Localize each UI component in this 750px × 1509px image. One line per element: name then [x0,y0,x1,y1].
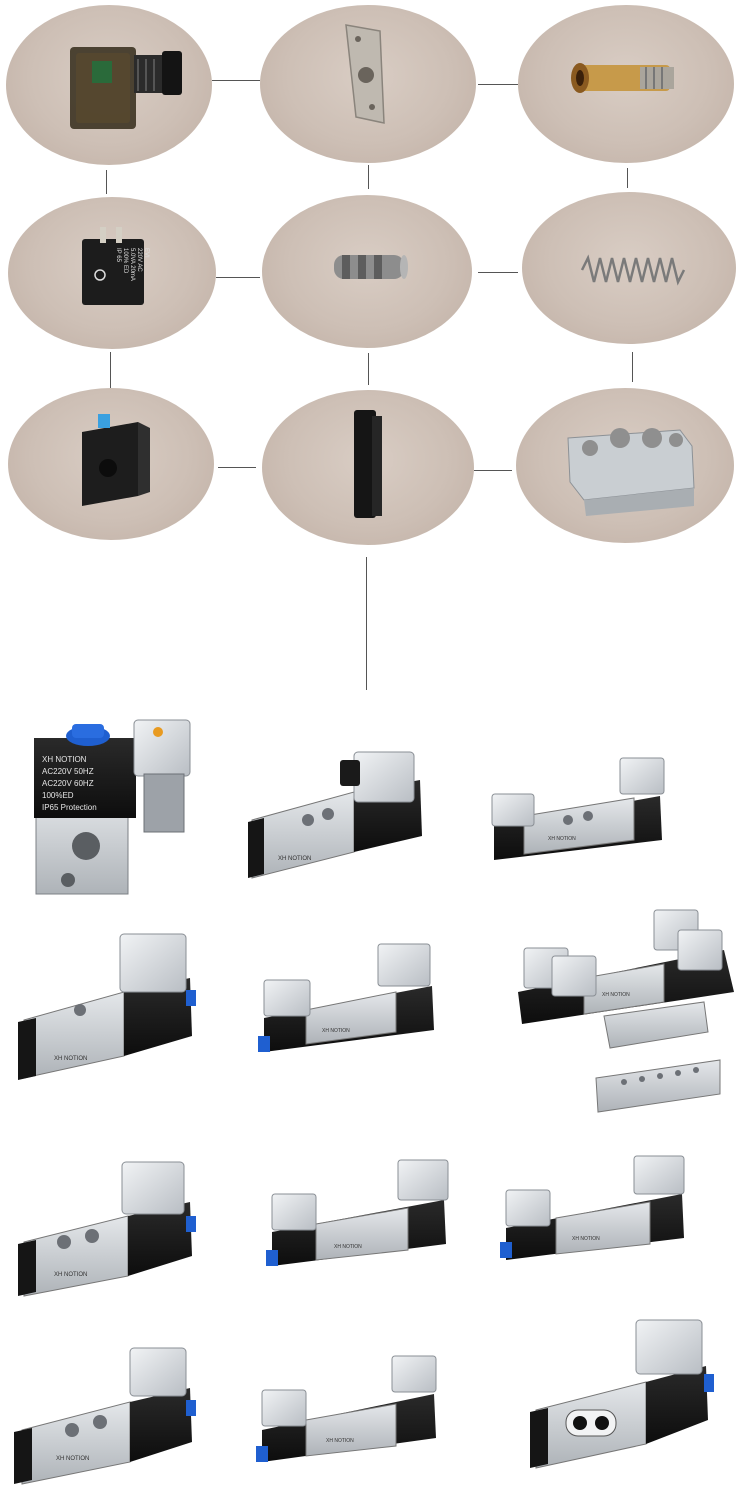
solenoid-valve-icon: XH NOTION [256,1355,437,1462]
spring-icon [580,254,686,286]
bracket-disc [260,5,476,163]
solenoid-valve-icon: XH NOTION [18,1161,196,1297]
coil-disc: EVI 220V AC 5.0VA 20mA 100% ED IP 65 [8,197,216,349]
coil-spec-text: 100% ED [122,248,128,274]
valve-brand-text: XH NOTION [54,1056,87,1062]
connector-line [368,165,369,189]
coil-label-text: IP65 Protection [42,803,97,812]
connector-line [627,168,628,188]
coil-label-text: 100%ED [42,791,74,800]
solenoid-valve-icon [530,1319,714,1469]
valve-body-disc [8,388,214,540]
connector-plug-icon [70,47,182,129]
solenoid-valve-icon: XH NOTION [248,751,422,879]
solenoid-valve-icon: XH NOTION [266,1159,449,1266]
valve-double-coil-product: XH NOTION [256,940,440,1060]
connector-line [474,470,512,471]
end-cap-disc [262,390,474,545]
connector-line [216,277,260,278]
valve-single-coil-product: XH NOTION [244,740,436,880]
connector-line [106,170,107,194]
valve-double-coil-product: XH NOTION [500,1154,694,1266]
manifold-assembly-product: XH NOTION [514,906,740,1128]
valve-2way-product: XH NOTION AC220V 50HZ AC220V 60HZ 100%ED… [26,714,216,900]
valve-brand-text: XH NOTION [278,856,311,862]
valve-brand-text: XH NOTION [322,1028,350,1034]
coil-spec-text: 220V AC [136,248,142,272]
valve-manifold-icon: XH NOTION [518,909,734,1113]
spring-disc [522,192,736,344]
connector-line [478,84,518,85]
solenoid-valve-icon: XH NOTION [500,1155,685,1260]
valve-brand-text: XH NOTION [56,1456,89,1462]
solenoid-valve-icon: XH NOTION AC220V 50HZ AC220V 60HZ 100%ED… [34,719,191,895]
plunger-disc [262,195,472,348]
connector-line [632,352,633,382]
valve-double-coil-product: XH NOTION [484,750,680,866]
manifold-disc [516,388,734,543]
mounting-plate-icon [345,24,385,124]
valve-double-coil-product: XH NOTION [264,1158,454,1272]
coil-label-text: XH NOTION [42,755,87,764]
solenoid-valve-icon: XH NOTION [18,933,196,1080]
brass-tube-disc [518,5,734,163]
valve-single-coil-product: XH NOTION [14,930,198,1082]
valve-brand-text: XH NOTION [54,1272,87,1278]
valve-brand-text: XH NOTION [548,836,576,842]
connector-line [212,80,260,81]
valve-single-coil-product: XH NOTION [12,1346,198,1486]
connector-line [366,557,367,690]
valve-brand-text: XH NOTION [334,1244,362,1250]
solenoid-valve-icon: XH NOTION [14,1347,196,1485]
plunger-icon [334,255,408,279]
coil-label-text: AC220V 60HZ [42,779,94,788]
manifold-block-icon [567,428,695,516]
connector-line [218,467,256,468]
connector-line [478,272,518,273]
valve-housing-icon [82,414,150,506]
coil-spec-text: 5.0VA 20mA [129,248,135,281]
valve-single-coil-product: XH NOTION [14,1158,198,1298]
connector-disc [6,5,212,165]
valve-double-coil-product: XH NOTION [256,1354,444,1468]
valve-manual-override-product [526,1318,716,1470]
valve-brand-text: XH NOTION [602,992,630,998]
coil-spec-text: EVI [143,248,149,258]
coil-label-text: AC220V 50HZ [42,767,94,776]
solenoid-valve-icon: XH NOTION [258,943,434,1052]
end-cap-icon [354,410,382,518]
armature-tube-icon [571,63,674,93]
solenoid-coil-icon: EVI 220V AC 5.0VA 20mA 100% ED IP 65 [82,227,149,305]
connector-line [110,352,111,388]
solenoid-valve-icon: XH NOTION [491,757,665,860]
valve-brand-text: XH NOTION [326,1438,354,1444]
coil-spec-text: IP 65 [115,248,121,263]
connector-line [368,353,369,385]
valve-brand-text: XH NOTION [572,1236,600,1242]
